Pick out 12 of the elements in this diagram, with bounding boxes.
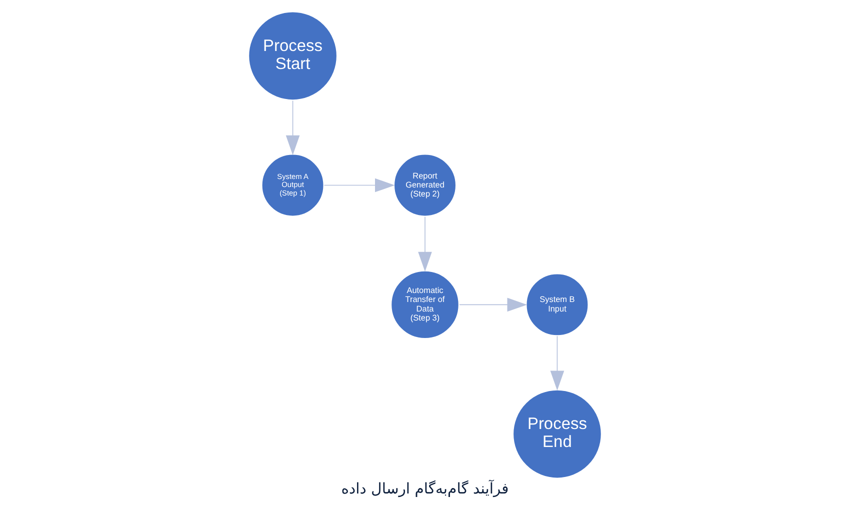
node-circle: Process Start xyxy=(247,10,338,102)
arrow xyxy=(418,216,432,272)
arrow xyxy=(459,298,528,312)
arrow xyxy=(324,178,395,192)
arrow xyxy=(550,336,564,391)
node-circle: Process End xyxy=(512,388,603,480)
arrow xyxy=(286,100,300,156)
node-circle: Report Generated (Step 2) xyxy=(392,153,458,218)
node-circle: System A Output (Step 1) xyxy=(260,153,325,218)
caption: فرآیند گام‌به‌گام ارسال داده xyxy=(341,480,509,498)
node-circle: Automatic Transfer of Data (Step 3) xyxy=(390,270,460,340)
node-circle: System B Input xyxy=(525,272,590,337)
